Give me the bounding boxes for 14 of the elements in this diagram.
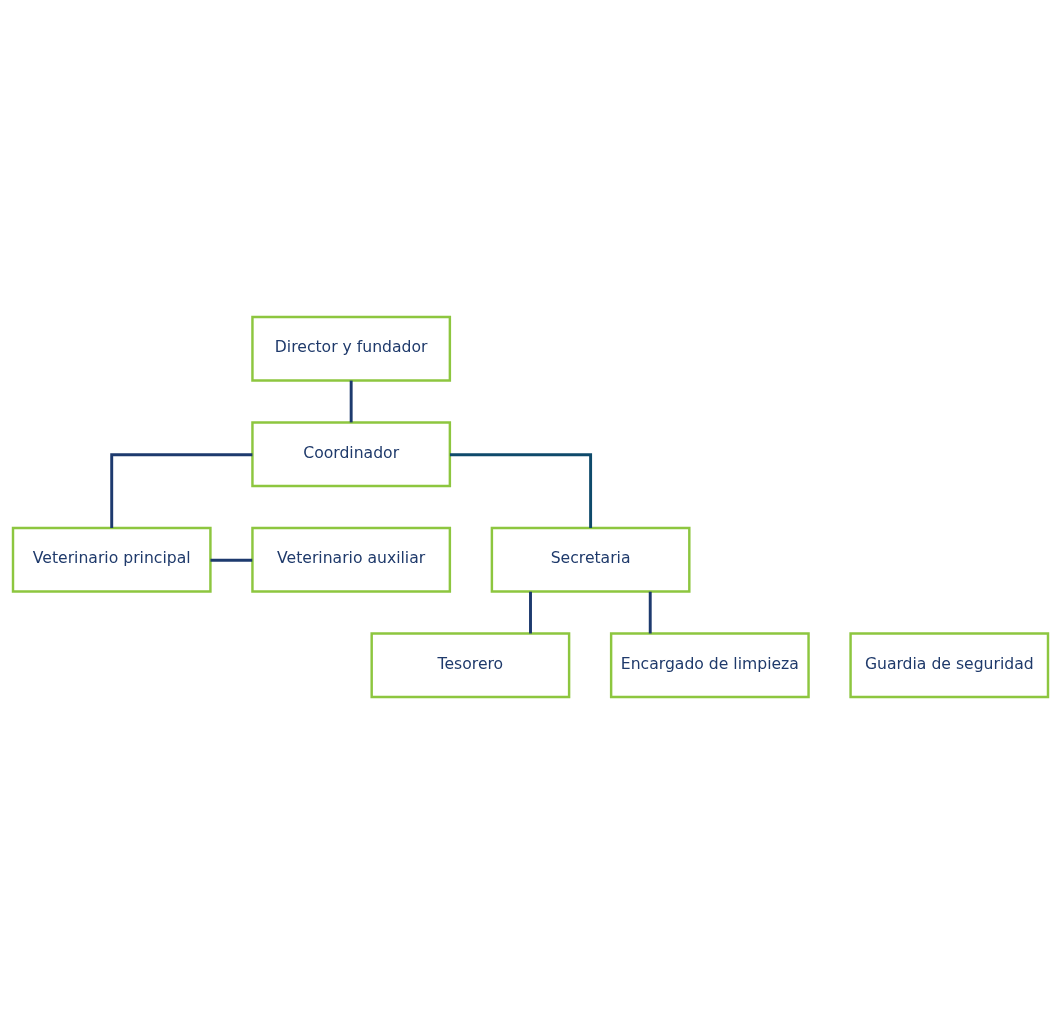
connector [529,591,532,633]
node-box: Veterinario auxiliar [251,526,452,593]
node-box: Director y fundador [251,315,452,382]
node-box: Secretaria [490,526,691,593]
connector [349,380,353,422]
node-box: Encargado de limpieza [609,631,810,698]
node-box: Tesorero [370,631,571,698]
connector [449,452,593,528]
connector [648,591,652,633]
node-box: Coordinador [251,420,452,487]
node-box: Veterinario principal [11,526,212,593]
connector [210,558,253,562]
connector [110,452,253,528]
node-box: Guardia de seguridad [849,631,1050,698]
